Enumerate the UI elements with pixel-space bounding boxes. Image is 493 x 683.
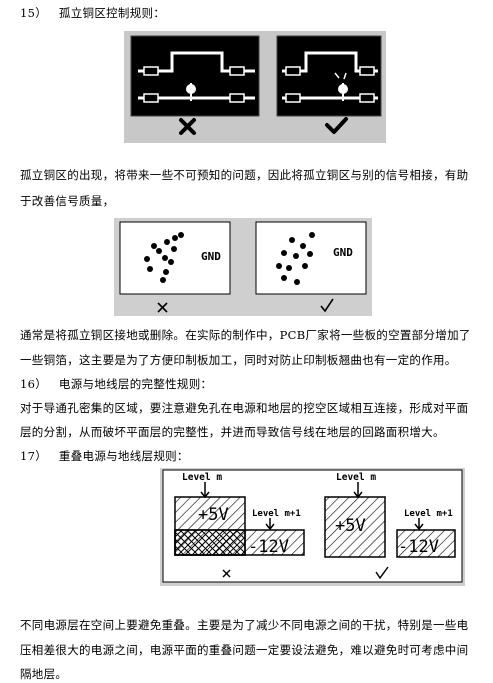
figure3-left-level-m: Level m <box>182 472 222 483</box>
para2-line2: 一些铜箔，这主要是为了方便印制板加工，同时对防止印制板翘曲也有一定的作用。 <box>20 353 457 367</box>
para3-line3: 隔地层。 <box>20 667 68 681</box>
section-15-title: 孤立铜区控制规则： <box>58 6 166 20</box>
figure1-bad-panel <box>130 35 260 117</box>
section-17-heading: 17） 重叠电源与地线层规则： <box>20 448 189 464</box>
figure3-cross-mark <box>222 569 231 578</box>
section-15-number: 15） <box>20 6 48 20</box>
figure3-right-plus5v: +5V <box>335 516 366 536</box>
section-16-number: 16） <box>20 377 48 391</box>
section16-line2: 层的分割，从而破坏平面层的完整性，并进而导致信号线在地层的回路面积增大。 <box>20 425 445 439</box>
figure3-bad-panel: Level m +5V Level m+1 -12V <box>174 472 305 578</box>
figure3-right-level-m: Level m <box>336 472 376 483</box>
figure3-right-minus12v: -12V <box>398 537 439 557</box>
para3-line1: 不同电源层在空间上要避免重叠。主要是为了减少不同电源之间的干扰，特别是一些电 <box>20 618 469 632</box>
para1-line1: 孤立铜区的出现，将带来一些不可预知的问题，因此将孤立铜区与别的信号相接，有助 <box>20 168 469 182</box>
section-16-title: 电源与地线层的完整性规则： <box>58 377 213 391</box>
figure-power-layer-overlap: Level m +5V Level m+1 -12V Level m +5V L… <box>160 468 465 586</box>
figure3-right-level-m1: Level m+1 <box>404 509 453 519</box>
para1-line2: 于改善信号质量， <box>20 194 115 208</box>
section-17-number: 17） <box>20 449 48 463</box>
figure2-cross-mark <box>157 302 168 313</box>
figure-gnd-comparison: GND GND <box>114 218 372 316</box>
figure3-check-mark <box>375 566 389 580</box>
section16-line1: 对于导通孔密集的区域，要注意避免孔在电源和地层的挖空区域相互连接，形成对平面 <box>20 401 469 415</box>
figure1-check-mark <box>325 117 348 134</box>
figure2-gnd-label-right: GND <box>333 246 353 259</box>
section-17-title: 重叠电源与地线层规则： <box>58 449 189 463</box>
para3-line2: 压相差很大的电源之间，电源平面的重叠问题一定要设法避免，难以避免时可考虑中间 <box>20 643 469 657</box>
figure3-left-plus5v: +5V <box>198 505 229 525</box>
figure3-good-panel: Level m +5V Level m+1 -12V <box>324 472 456 580</box>
figure2-bad-dots <box>144 232 184 283</box>
figure3-left-level-m1: Level m+1 <box>252 509 301 519</box>
figure1-good-panel <box>276 35 382 117</box>
figure3-left-minus12v: -12V <box>248 537 289 557</box>
figure2-good-dots <box>276 232 315 285</box>
para2-line1: 通常是将孤立铜区接地或删除。在实际的制作中，PCB厂家将一些板的空置部分增加了 <box>20 328 471 342</box>
section-16-heading: 16） 电源与地线层的完整性规则： <box>20 376 212 392</box>
section-15-heading: 15） 孤立铜区控制规则： <box>20 5 165 21</box>
figure-isolated-copper <box>124 31 386 143</box>
figure1-cross-mark <box>179 118 196 135</box>
figure2-check-mark <box>320 298 334 313</box>
figure2-gnd-label-left: GND <box>201 250 221 263</box>
